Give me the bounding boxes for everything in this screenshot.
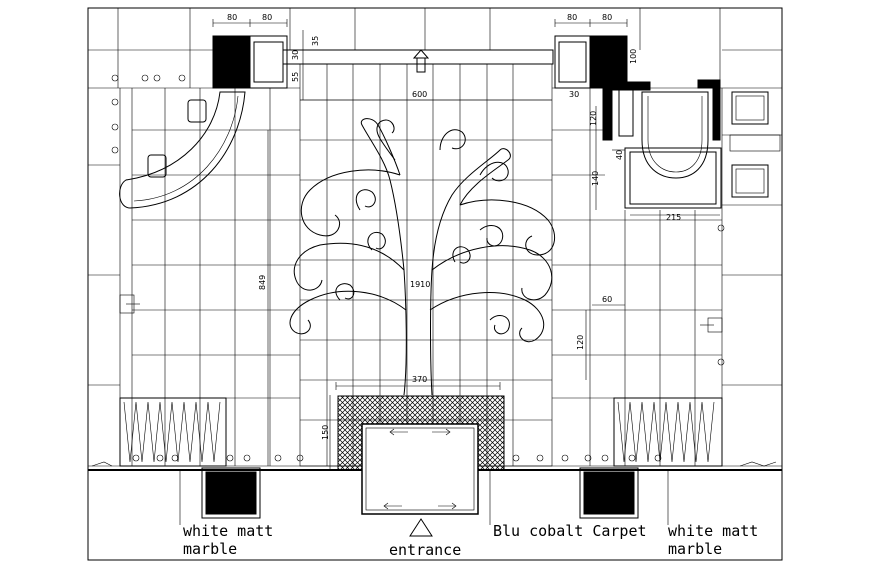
right-material-line2: marble (668, 540, 723, 558)
top-arrow-marker (412, 49, 430, 59)
dim-vertical-100: 100 (629, 49, 638, 64)
dim-vertical-30: 30 (291, 50, 300, 60)
dim-center-1910: 1910 (410, 280, 430, 289)
dim-right-30: 30 (569, 90, 579, 99)
drawing-frame (87, 7, 783, 561)
dim-right-40: 40 (615, 150, 624, 160)
curved-counter (641, 91, 709, 179)
reception-desk (119, 91, 246, 209)
top-beam (282, 49, 554, 65)
dim-width-215: 215 (666, 213, 681, 222)
dim-width-600: 600 (412, 90, 427, 99)
planter-left (119, 397, 227, 467)
right-material-label: white matt marble (668, 522, 758, 558)
dim-top-left-a: 80 (227, 13, 237, 22)
dim-center-370: 370 (412, 375, 427, 384)
dim-top-right-b: 80 (602, 13, 612, 22)
entrance-platform (361, 423, 479, 515)
dim-height-150: 150 (321, 425, 330, 440)
right-material-line1: white matt (668, 522, 759, 540)
armchair-bottom (731, 164, 769, 198)
dim-top-right-a: 80 (567, 13, 577, 22)
entrance-arrow (409, 518, 433, 537)
column-bottom-right (579, 467, 639, 519)
dim-top-left-b: 80 (262, 13, 272, 22)
carpet-label: Blu cobalt Carpet (493, 522, 647, 540)
dim-height-849: 849 (258, 275, 267, 290)
dim-height-120: 120 (576, 335, 585, 350)
entrance-label: entrance (389, 541, 462, 559)
planter-right (613, 397, 723, 467)
dim-right-140: 140 (591, 171, 600, 186)
booth-structure (602, 81, 651, 141)
dim-right-120: 120 (589, 111, 598, 126)
column-top-right (589, 35, 628, 89)
dim-width-60: 60 (602, 295, 612, 304)
left-material-label: white matt marble (183, 522, 273, 558)
left-tile-grid (131, 88, 300, 466)
dim-vertical-35: 35 (311, 36, 320, 46)
column-top-left (212, 35, 251, 89)
dim-vertical-55: 55 (291, 72, 300, 82)
top-wall-grid (88, 8, 782, 89)
left-material-line1: white matt (183, 522, 274, 540)
armchair-top (731, 91, 769, 125)
column-bottom-left (201, 467, 261, 519)
right-tile-grid (552, 88, 722, 466)
tree-motif (289, 118, 556, 396)
left-material-line2: marble (183, 540, 238, 558)
desk-chair (147, 154, 167, 178)
